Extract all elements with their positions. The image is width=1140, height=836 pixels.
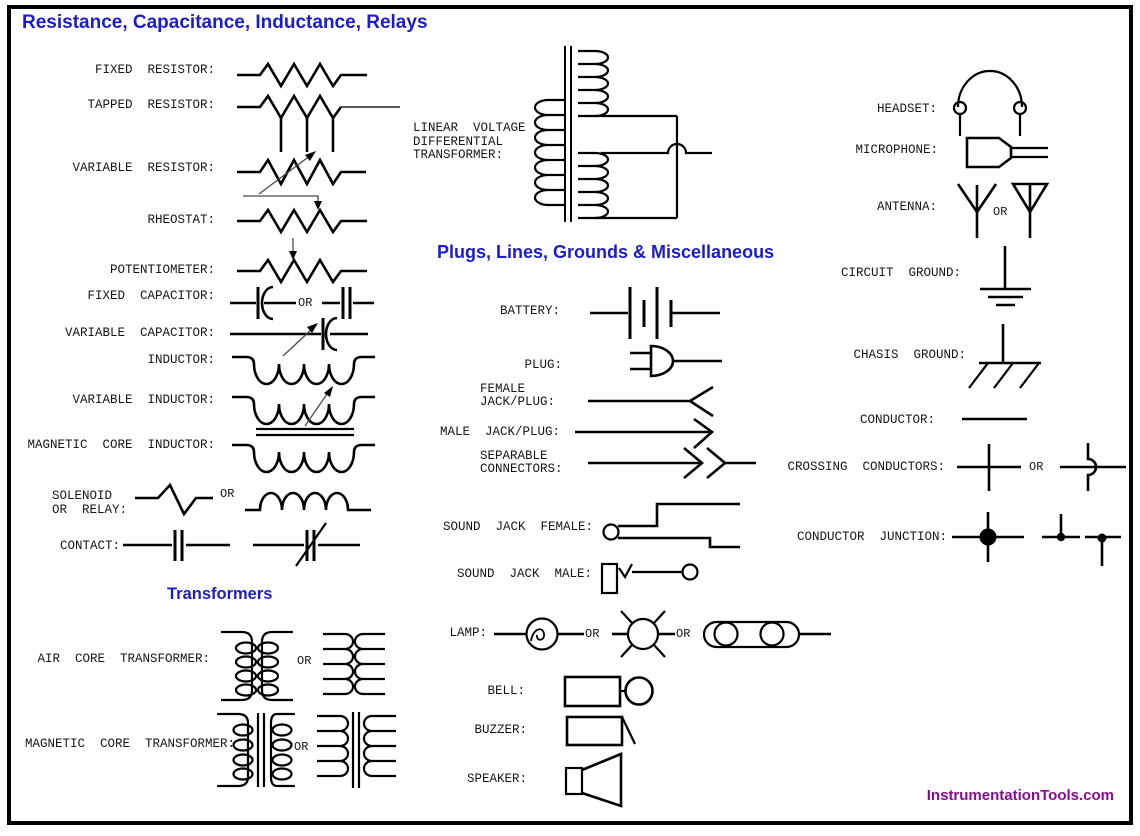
contact-label: CONTACT: — [60, 539, 121, 553]
microphone-symbol — [965, 136, 1048, 169]
fixed-capacitor-label: FIXED CAPACITOR: — [87, 289, 215, 303]
conductor-junction-label: CONDUCTOR JUNCTION: — [796, 530, 947, 544]
magnetic-core-transformer-symbol — [217, 712, 396, 788]
solenoid-relay-label: SOLENOID — [52, 489, 113, 503]
or-label-antenna: OR — [993, 205, 1008, 219]
separable-connectors-label-line2: CONNECTORS: — [480, 462, 563, 476]
conductor-label: CONDUCTOR: — [859, 413, 935, 427]
lvdt-label-line2: DIFFERENTIAL — [413, 135, 504, 149]
potentiometer-symbol — [237, 238, 367, 285]
lamp-label: LAMP: — [449, 626, 487, 640]
inductor-label: INDUCTOR: — [147, 353, 215, 367]
buzzer-symbol — [565, 715, 636, 747]
fixed-capacitor-symbol — [230, 285, 374, 321]
speaker-symbol — [564, 752, 623, 808]
border-frame — [7, 5, 1133, 825]
section-title-transformers: Transformers — [167, 585, 273, 603]
variable-inductor-symbol — [232, 386, 375, 427]
or-label-magnetic-core: OR — [294, 740, 309, 754]
rheostat-symbol — [237, 195, 367, 235]
tapped-resistor-label: TAPPED RESISTOR: — [87, 98, 215, 112]
section-title-plugs: Plugs, Lines, Grounds & Miscellaneous — [437, 242, 775, 262]
or-label-lamp-1: OR — [585, 627, 600, 641]
watermark: InstrumentationTools.com — [926, 787, 1114, 804]
or-label-fixed-capacitor: OR — [298, 296, 313, 310]
plug-symbol — [630, 344, 722, 378]
variable-inductor-label: VARIABLE INDUCTOR: — [72, 393, 215, 407]
sound-jack-male-label: SOUND JACK MALE: — [456, 567, 592, 581]
crossing-conductors-label: CROSSING CONDUCTORS: — [787, 460, 945, 474]
variable-capacitor-symbol — [230, 316, 368, 357]
lvdt-symbol — [533, 46, 712, 222]
sound-jack-male-symbol — [600, 562, 699, 595]
separable-connectors-label-line1: SEPARABLE — [480, 449, 548, 463]
circuit-ground-label: CIRCUIT GROUND: — [840, 266, 961, 280]
magnetic-core-inductor-symbol — [232, 427, 375, 474]
rheostat-label: RHEOSTAT: — [147, 213, 215, 227]
crossing-conductors-symbol — [957, 443, 1126, 491]
magnetic-core-transformer-label: MAGNETIC CORE TRANSFORMER: — [24, 737, 235, 751]
bell-symbol — [563, 675, 654, 708]
antenna-label: ANTENNA: — [876, 200, 937, 214]
lvdt-label-line3: TRANSFORMER: — [413, 148, 504, 162]
lamp-symbol — [494, 610, 831, 658]
male-jack-label: MALE JACK/PLUG: — [439, 425, 560, 439]
sound-jack-female-symbol — [602, 502, 740, 549]
solenoid-relay-label-line2: OR RELAY: — [52, 503, 128, 517]
solenoid-relay-symbol — [135, 482, 371, 517]
buzzer-label: BUZZER: — [474, 723, 527, 737]
battery-symbol — [590, 287, 720, 339]
variable-capacitor-label: VARIABLE CAPACITOR: — [64, 326, 215, 340]
or-label-solenoid: OR — [220, 487, 235, 501]
or-label-crossing: OR — [1029, 460, 1044, 474]
section-title-resistance: Resistance, Capacitance, Inductance, Rel… — [22, 12, 428, 33]
chasis-ground-symbol — [968, 324, 1041, 389]
male-jack-plug-symbol — [575, 417, 715, 449]
speaker-label: SPEAKER: — [466, 772, 527, 786]
microphone-label: MICROPHONE: — [855, 143, 938, 157]
or-label-lamp-2: OR — [676, 627, 691, 641]
separable-connectors-symbol — [588, 447, 756, 479]
magnetic-core-inductor-label: MAGNETIC CORE INDUCTOR: — [27, 438, 215, 452]
variable-resistor-label: VARIABLE RESISTOR: — [72, 161, 215, 175]
headset-label: HEADSET: — [876, 102, 937, 116]
female-jack-plug-symbol — [588, 385, 714, 418]
chasis-ground-label: CHASIS GROUND: — [853, 348, 966, 362]
variable-resistor-symbol — [237, 151, 366, 195]
female-jack-label-line2: JACK/PLUG: — [480, 395, 556, 409]
sound-jack-female-label: SOUND JACK FEMALE: — [442, 520, 593, 534]
fixed-resistor-symbol — [237, 61, 367, 89]
conductor-junction-symbol — [952, 512, 1121, 566]
air-core-transformer-label: AIR CORE TRANSFORMER: — [37, 652, 210, 666]
fixed-resistor-label: FIXED RESISTOR: — [94, 63, 215, 77]
circuit-ground-symbol — [980, 246, 1031, 307]
bell-label: BELL: — [487, 684, 525, 698]
tapped-resistor-symbol — [237, 93, 400, 152]
or-label-air-core: OR — [297, 654, 312, 668]
inductor-symbol — [232, 355, 375, 386]
plug-label: PLUG: — [524, 358, 562, 372]
headset-symbol — [952, 69, 1028, 136]
antenna-symbol — [956, 182, 1050, 238]
battery-label: BATTERY: — [499, 304, 560, 318]
lvdt-label-line1: LINEAR VOLTAGE — [413, 121, 526, 135]
potentiometer-label: POTENTIOMETER: — [109, 263, 215, 277]
air-core-transformer-symbol — [221, 630, 385, 702]
female-jack-label-line1: FEMALE — [480, 382, 526, 396]
contact-symbol — [123, 522, 360, 567]
